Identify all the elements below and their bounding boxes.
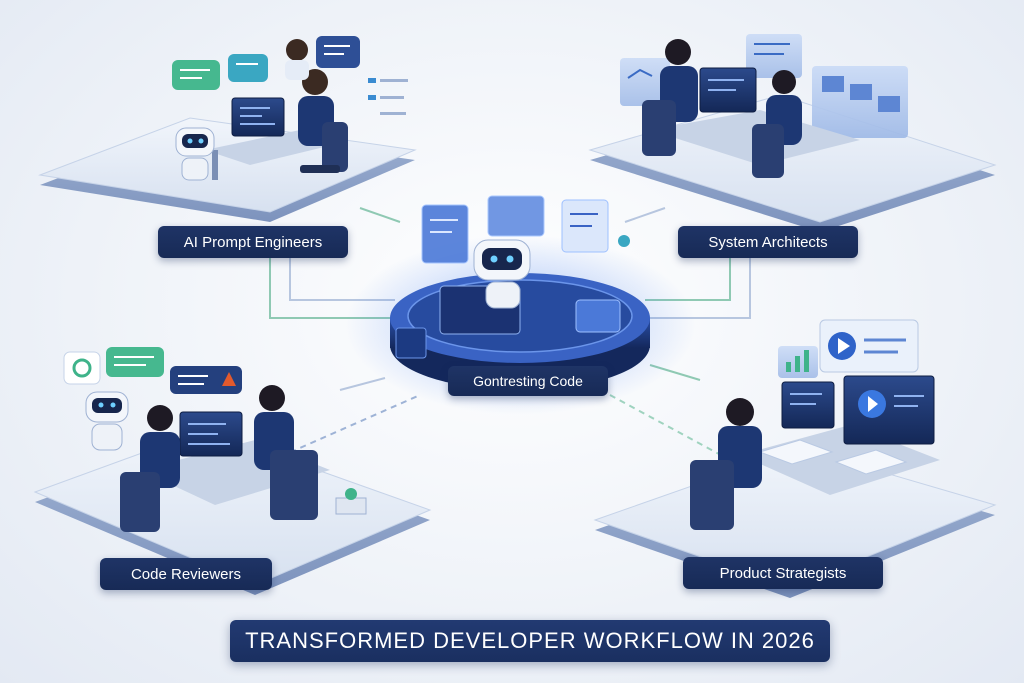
role-label-system-architects: System Architects — [678, 226, 858, 258]
role-label-code-reviewers: Code Reviewers — [100, 558, 272, 590]
role-label-product-strategists: Product Strategists — [683, 557, 883, 589]
hub-label: Gontresting Code — [448, 366, 608, 396]
platform-product-strategists — [593, 319, 997, 598]
platform-prompt-engineers — [38, 36, 417, 222]
role-label-ai-prompt-engineers: AI Prompt Engineers — [158, 226, 348, 258]
platform-code-reviewers — [33, 347, 432, 595]
platform-system-architects — [588, 34, 997, 232]
workflow-title-banner: TRANSFORMED DEVELOPER WORKFLOW IN 2026 — [230, 620, 830, 662]
connector-prompt-arrow — [359, 207, 401, 223]
connector-arch-arrow — [624, 207, 666, 223]
connector-product-hub — [609, 394, 731, 461]
connector-review-hub — [249, 394, 421, 471]
connector-review-arrow — [339, 377, 386, 391]
